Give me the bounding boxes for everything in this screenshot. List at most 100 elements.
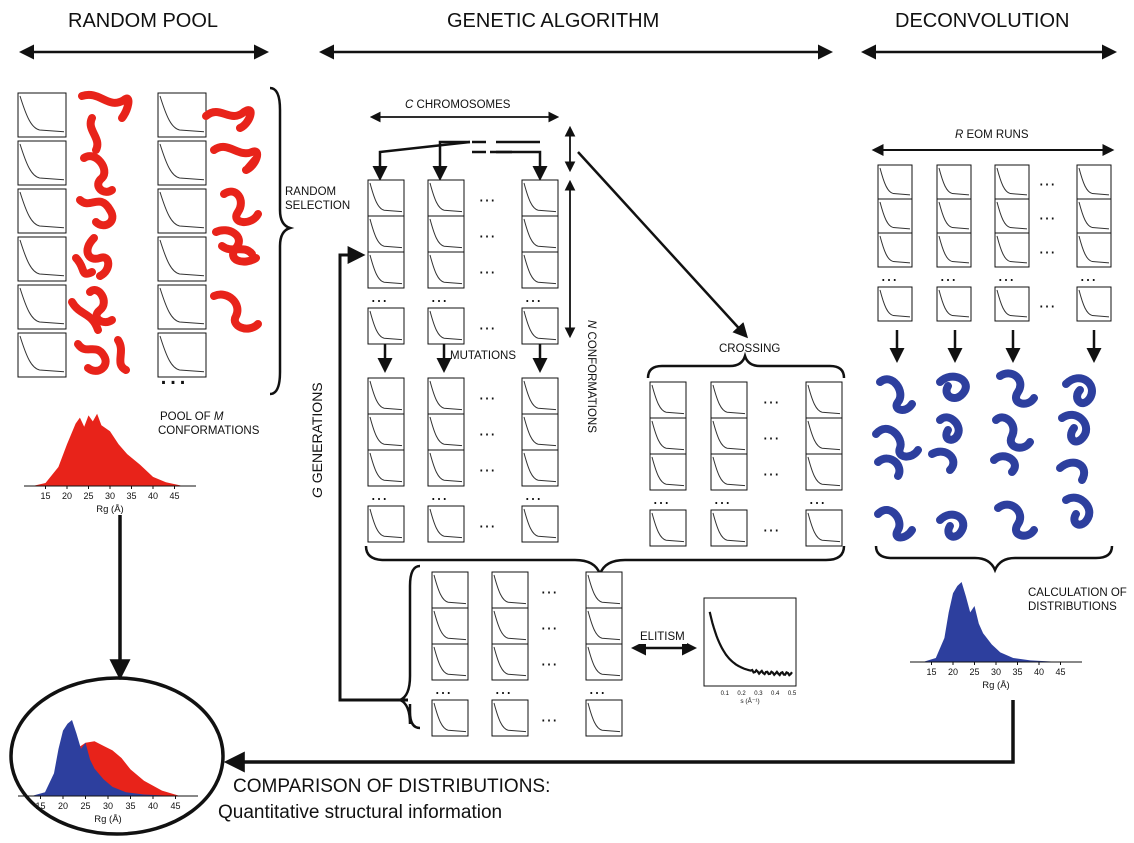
saxs-tick-label: 0.2 xyxy=(737,691,746,697)
rg-tick-label: 40 xyxy=(148,491,158,501)
rg-tick-label: 15 xyxy=(40,491,50,501)
saxs-curve-box xyxy=(368,308,404,344)
header-genetic-algorithm: GENETIC ALGORITHM xyxy=(447,10,659,33)
comparison-subtitle: Quantitative structural information xyxy=(218,802,502,824)
rg-tick-label: 45 xyxy=(169,491,179,501)
saxs-curve-box xyxy=(711,418,747,454)
crossing-brace xyxy=(648,356,844,378)
conformation-chain xyxy=(214,147,257,170)
random-pool-brace xyxy=(270,88,290,394)
conformation-chain xyxy=(84,156,112,192)
pool-conformations-text: CONFORMATIONS xyxy=(158,424,259,438)
saxs-curve-box xyxy=(937,287,971,321)
saxs-curve-box xyxy=(428,414,464,450)
ellipsis-mark: … xyxy=(540,706,558,726)
rg-tick-label: 25 xyxy=(80,801,90,811)
saxs-axis-label: s (Å⁻¹) xyxy=(740,696,759,705)
saxs-curve-box xyxy=(368,378,404,414)
saxs-curve-box xyxy=(878,233,912,267)
ellipsis-mark: … xyxy=(478,314,496,334)
conformation-chain xyxy=(1066,378,1092,403)
label-crossing: CROSSING xyxy=(719,342,780,356)
conformation-chain xyxy=(940,515,963,537)
saxs-curve-box xyxy=(586,700,622,736)
ellipsis-mark: … xyxy=(430,286,448,306)
r-eom-runs-text: EOM RUNS xyxy=(963,129,1028,141)
saxs-curve-box xyxy=(522,308,558,344)
saxs-curve-box xyxy=(158,141,206,185)
calc-line-2: DISTRIBUTIONS xyxy=(1028,600,1127,614)
rg-tick-label: 45 xyxy=(170,801,180,811)
saxs-curve-box xyxy=(428,378,464,414)
ellipsis-mark: … xyxy=(370,484,388,504)
saxs-curve-box xyxy=(650,454,686,490)
saxs-curve-box xyxy=(937,199,971,233)
rg-tick-label: 45 xyxy=(1055,667,1065,677)
ellipsis-mark: … xyxy=(478,512,496,532)
ellipsis-mark: … xyxy=(478,186,496,206)
rg-tick-label: 30 xyxy=(105,491,115,501)
saxs-curve-box xyxy=(428,506,464,542)
saxs-curve-box xyxy=(18,285,66,329)
ellipsis-mark: … xyxy=(494,678,512,698)
saxs-curve-box xyxy=(806,510,842,546)
random-selection-connectors xyxy=(380,142,540,178)
saxs-curve-box xyxy=(428,216,464,252)
saxs-curve-box xyxy=(806,382,842,418)
conformation-chain xyxy=(878,459,899,476)
saxs-tick-label: 0.4 xyxy=(771,691,780,697)
rg-axis-label: Rg (Å) xyxy=(982,680,1009,691)
deconvolution-down-arrows xyxy=(897,330,1094,360)
ellipsis-mark: … xyxy=(762,516,780,536)
saxs-curve-box xyxy=(522,252,558,288)
g-variable: G xyxy=(309,487,325,498)
ellipsis-mark: … xyxy=(652,488,670,508)
saxs-curve-box xyxy=(368,216,404,252)
saxs-curve-box xyxy=(432,644,468,680)
saxs-curve-box xyxy=(18,93,66,137)
calc-line-1: CALCULATION OF xyxy=(1028,586,1127,600)
elite-brace xyxy=(400,566,420,728)
saxs-curve-box xyxy=(937,233,971,267)
rg-axis-label: Rg (Å) xyxy=(94,814,121,825)
saxs-curve-box xyxy=(522,450,558,486)
conformation-chain xyxy=(224,192,258,222)
saxs-curve-box xyxy=(18,237,66,281)
ellipsis-mark: … xyxy=(540,650,558,670)
saxs-curve-box xyxy=(18,333,66,377)
saxs-curve-box xyxy=(18,141,66,185)
conformation-chain xyxy=(878,510,912,537)
conformation-chain xyxy=(1062,415,1086,442)
label-n-conformations: N CONFORMATIONS xyxy=(584,320,598,433)
header-deconvolution: DECONVOLUTION xyxy=(895,10,1069,33)
conformation-chain xyxy=(91,118,98,150)
deconvolution-brace xyxy=(876,546,1112,570)
rg-axis-label: Rg (Å) xyxy=(96,504,123,515)
ellipsis-mark: … xyxy=(1038,169,1056,189)
saxs-tick-label: 0.1 xyxy=(721,691,730,697)
saxs-curve-box xyxy=(428,252,464,288)
g-generations-text: GENERATIONS xyxy=(309,382,325,487)
saxs-curve-box xyxy=(432,572,468,608)
ga-bottom-brace xyxy=(366,546,844,574)
random-selection-line-1: RANDOM xyxy=(285,185,350,199)
pool-text: POOL OF xyxy=(160,411,214,423)
saxs-curve-box xyxy=(432,608,468,644)
saxs-curve-box xyxy=(878,165,912,199)
conformation-chain xyxy=(996,417,1030,447)
ellipsis-mark: … xyxy=(540,578,558,598)
saxs-tick-label: 0.3 xyxy=(754,691,763,697)
saxs-curve-box xyxy=(432,700,468,736)
conformation-chain xyxy=(214,295,258,329)
saxs-curve-box xyxy=(995,233,1029,267)
ellipsis-mark: … xyxy=(1038,203,1056,223)
saxs-curve-box xyxy=(18,189,66,233)
saxs-curve-box xyxy=(158,93,206,137)
saxs-curve-box xyxy=(368,506,404,542)
comparison-title: COMPARISON OF DISTRIBUTIONS: xyxy=(233,776,550,798)
saxs-curve-box xyxy=(806,454,842,490)
rg-tick-label: 35 xyxy=(126,491,136,501)
conformation-chain xyxy=(880,379,912,410)
rg-tick-label: 30 xyxy=(991,667,1001,677)
